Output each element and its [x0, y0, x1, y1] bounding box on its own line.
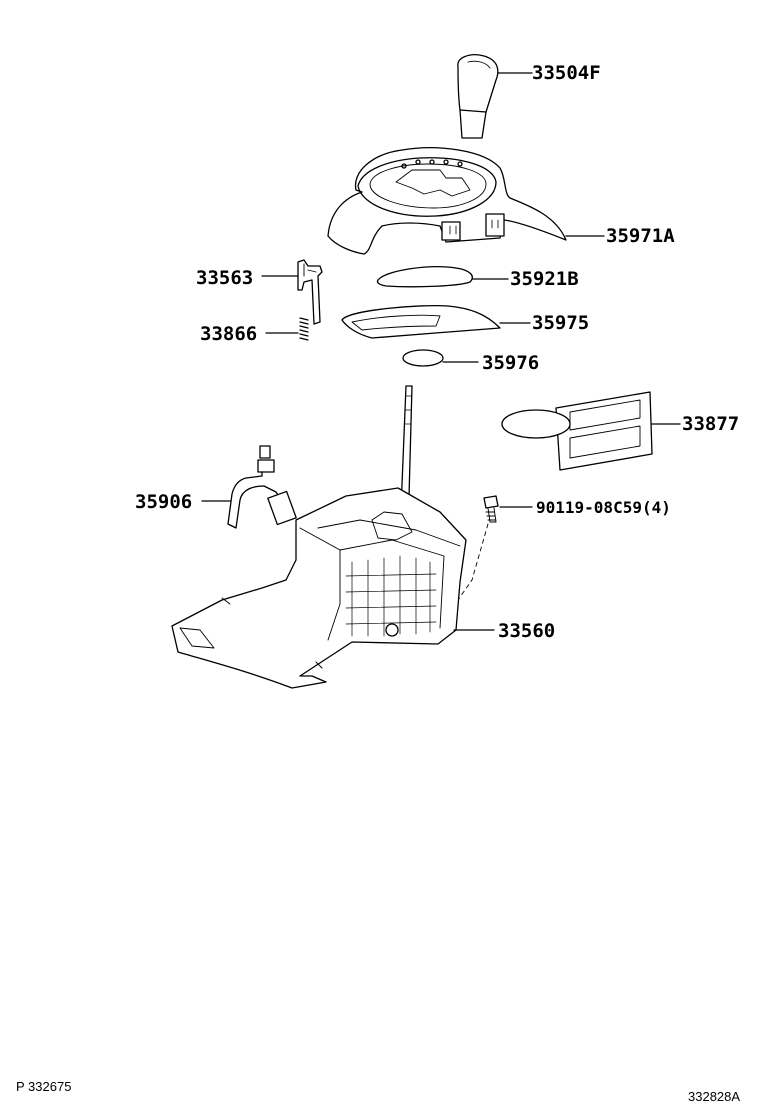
dust-cover[interactable] [341, 304, 531, 339]
part-number-lever-pin[interactable]: 33563 [196, 267, 254, 289]
part-number-bolt[interactable]: 90119-08C59(4) [536, 498, 671, 517]
part-number-knob[interactable]: 33504F [532, 62, 601, 84]
indicator-housing[interactable] [327, 147, 605, 255]
part-number-slide-plate[interactable]: 35921B [510, 268, 579, 290]
spring[interactable] [265, 317, 309, 341]
bolt[interactable] [457, 495, 533, 601]
part-number-indicator-housing[interactable]: 35971A [606, 225, 675, 247]
part-number-spring[interactable]: 33866 [200, 323, 258, 345]
shift-knob[interactable] [457, 54, 533, 139]
part-number-dust-cover[interactable]: 35975 [532, 312, 590, 334]
part-number-cover-plate[interactable]: 35976 [482, 352, 540, 374]
part-number-wire-harness[interactable]: 35906 [135, 491, 193, 513]
wire-harness[interactable] [201, 445, 297, 529]
label-sticker[interactable] [501, 391, 681, 471]
part-number-label[interactable]: 33877 [682, 413, 740, 435]
shift-lever-base[interactable] [171, 385, 495, 689]
part-number-shift-lever-base[interactable]: 33560 [498, 620, 556, 642]
slide-plate[interactable] [376, 266, 509, 288]
footer-figure-code: 332828A [688, 1089, 741, 1104]
footer-page-code: P 332675 [16, 1079, 72, 1094]
cover-plate[interactable] [402, 349, 479, 367]
lever-pin[interactable] [261, 259, 323, 325]
